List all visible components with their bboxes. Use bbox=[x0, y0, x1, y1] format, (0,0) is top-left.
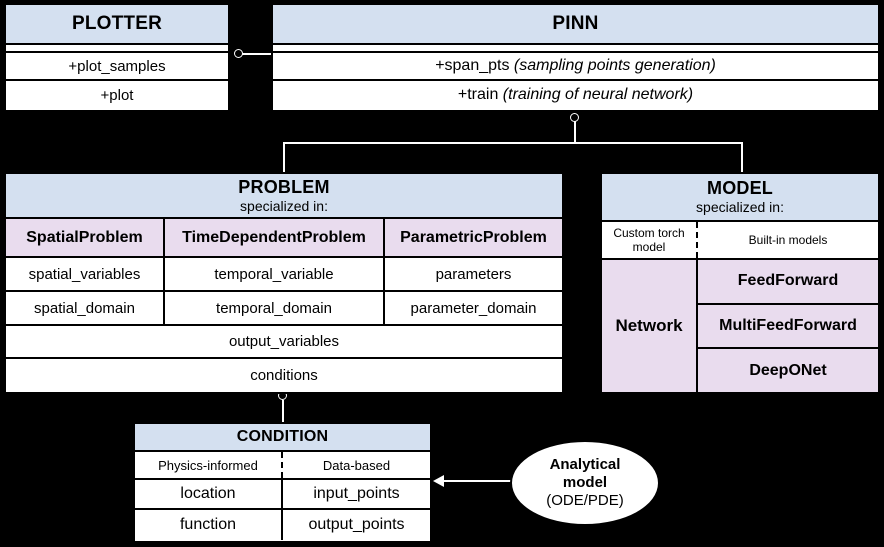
problem-subtitle: specialized in: bbox=[240, 197, 328, 214]
connector-pinn-stem bbox=[574, 117, 576, 143]
problem-attr-parameters: parameters bbox=[385, 258, 562, 290]
annotation-line-2: model bbox=[562, 474, 608, 491]
annotation-line-3: (ODE/PDE) bbox=[546, 492, 624, 509]
condition-attr-output-points: output_points bbox=[283, 510, 430, 540]
problem-spec-time-dependent[interactable]: TimeDependentProblem bbox=[165, 219, 385, 256]
pinn-method-train[interactable]: +train (training of neural network) bbox=[273, 81, 878, 109]
connector-to-model bbox=[741, 142, 743, 173]
problem-attr-temporal-domain: temporal_domain bbox=[165, 292, 385, 324]
pinn-method-span-pts-name: +span_pts bbox=[435, 57, 510, 74]
pinn-method-span-pts[interactable]: +span_pts (sampling points generation) bbox=[273, 53, 878, 81]
pinn-method-train-note: (training of neural network) bbox=[502, 86, 694, 103]
model-builtin-multifeedforward[interactable]: MultiFeedForward bbox=[698, 304, 878, 350]
pinn-method-span-pts-note: (sampling points generation) bbox=[513, 57, 716, 74]
pinn-header: PINN bbox=[273, 5, 878, 45]
plotter-title: PLOTTER bbox=[71, 13, 163, 34]
problem-attr-spatial-variables: spatial_variables bbox=[6, 258, 165, 290]
class-box-problem[interactable]: PROBLEM specialized in: SpatialProblem T… bbox=[4, 172, 564, 394]
problem-attr-output-variables: output_variables bbox=[6, 326, 562, 357]
condition-kind-data-based: Data-based bbox=[283, 452, 430, 478]
model-subtitle: specialized in: bbox=[696, 199, 784, 215]
problem-table: SpatialProblem TimeDependentProblem Para… bbox=[6, 219, 562, 392]
plotter-header: PLOTTER bbox=[6, 5, 228, 45]
problem-attr-temporal-variable: temporal_variable bbox=[165, 258, 385, 290]
model-network-cell[interactable]: Network bbox=[602, 260, 698, 392]
class-box-condition[interactable]: CONDITION Physics-informed Data-based lo… bbox=[133, 422, 432, 543]
condition-attr-input-points: input_points bbox=[283, 480, 430, 508]
connector-problem-condition bbox=[282, 400, 284, 423]
arrowhead-icon bbox=[433, 475, 444, 487]
problem-spec-parametric[interactable]: ParametricProblem bbox=[385, 219, 562, 256]
problem-attr-parameter-domain: parameter_domain bbox=[385, 292, 562, 324]
problem-attr-row-variables: spatial_variables temporal_variable para… bbox=[6, 258, 562, 292]
condition-attr-function: function bbox=[135, 510, 283, 540]
condition-header: CONDITION bbox=[135, 424, 430, 452]
model-builtin-deeponet[interactable]: DeepONet bbox=[698, 349, 878, 393]
pinn-title: PINN bbox=[552, 13, 599, 34]
problem-attr-row-output-variables: output_variables bbox=[6, 326, 562, 359]
class-box-pinn[interactable]: PINN +span_pts (sampling points generati… bbox=[271, 3, 880, 112]
problem-spec-spatial[interactable]: SpatialProblem bbox=[6, 219, 165, 256]
problem-specialization-row: SpatialProblem TimeDependentProblem Para… bbox=[6, 219, 562, 258]
connector-to-problem bbox=[283, 142, 285, 173]
model-kind-custom-torch: Custom torch model bbox=[602, 222, 698, 258]
problem-attr-row-conditions: conditions bbox=[6, 359, 562, 392]
connector-plotter-pinn-endpoint bbox=[234, 49, 243, 58]
plotter-attributes-compartment bbox=[6, 45, 228, 53]
condition-attr-location: location bbox=[135, 480, 283, 508]
pinn-method-train-name: +train bbox=[457, 86, 499, 103]
pinn-attributes-compartment bbox=[273, 45, 878, 53]
connector-analytical-condition bbox=[444, 480, 512, 482]
problem-attr-spatial-domain: spatial_domain bbox=[6, 292, 165, 324]
model-builtin-list: FeedForward MultiFeedForward DeepONet bbox=[698, 260, 878, 393]
condition-title: CONDITION bbox=[236, 428, 329, 445]
problem-attr-conditions: conditions bbox=[6, 359, 562, 392]
model-header: MODEL specialized in: bbox=[602, 174, 878, 222]
plotter-method-plot-samples[interactable]: +plot_samples bbox=[6, 53, 228, 81]
class-box-model[interactable]: MODEL specialized in: Custom torch model… bbox=[600, 172, 880, 394]
annotation-line-1: Analytical bbox=[549, 456, 621, 473]
model-builtin-feedforward[interactable]: FeedForward bbox=[698, 260, 878, 305]
model-body: Network FeedForward MultiFeedForward Dee… bbox=[602, 260, 878, 393]
class-box-plotter[interactable]: PLOTTER +plot_samples +plot bbox=[4, 3, 230, 112]
model-kind-builtin: Built-in models bbox=[698, 222, 878, 258]
connector-split-bar bbox=[283, 142, 743, 144]
condition-row-function: function output_points bbox=[135, 510, 430, 540]
annotation-analytical-model: Analytical model (ODE/PDE) bbox=[510, 440, 660, 526]
plotter-method-plot[interactable]: +plot bbox=[6, 81, 228, 109]
problem-header: PROBLEM specialized in: bbox=[6, 174, 562, 219]
model-title: MODEL bbox=[707, 178, 773, 198]
condition-row-location: location input_points bbox=[135, 480, 430, 510]
connector-plotter-pinn bbox=[239, 53, 273, 55]
condition-kind-row: Physics-informed Data-based bbox=[135, 452, 430, 480]
model-kind-row: Custom torch model Built-in models bbox=[602, 222, 878, 260]
problem-title: PROBLEM bbox=[238, 176, 330, 197]
connector-pinn-endpoint bbox=[570, 113, 579, 122]
condition-kind-physics-informed: Physics-informed bbox=[135, 452, 283, 478]
problem-attr-row-domains: spatial_domain temporal_domain parameter… bbox=[6, 292, 562, 326]
